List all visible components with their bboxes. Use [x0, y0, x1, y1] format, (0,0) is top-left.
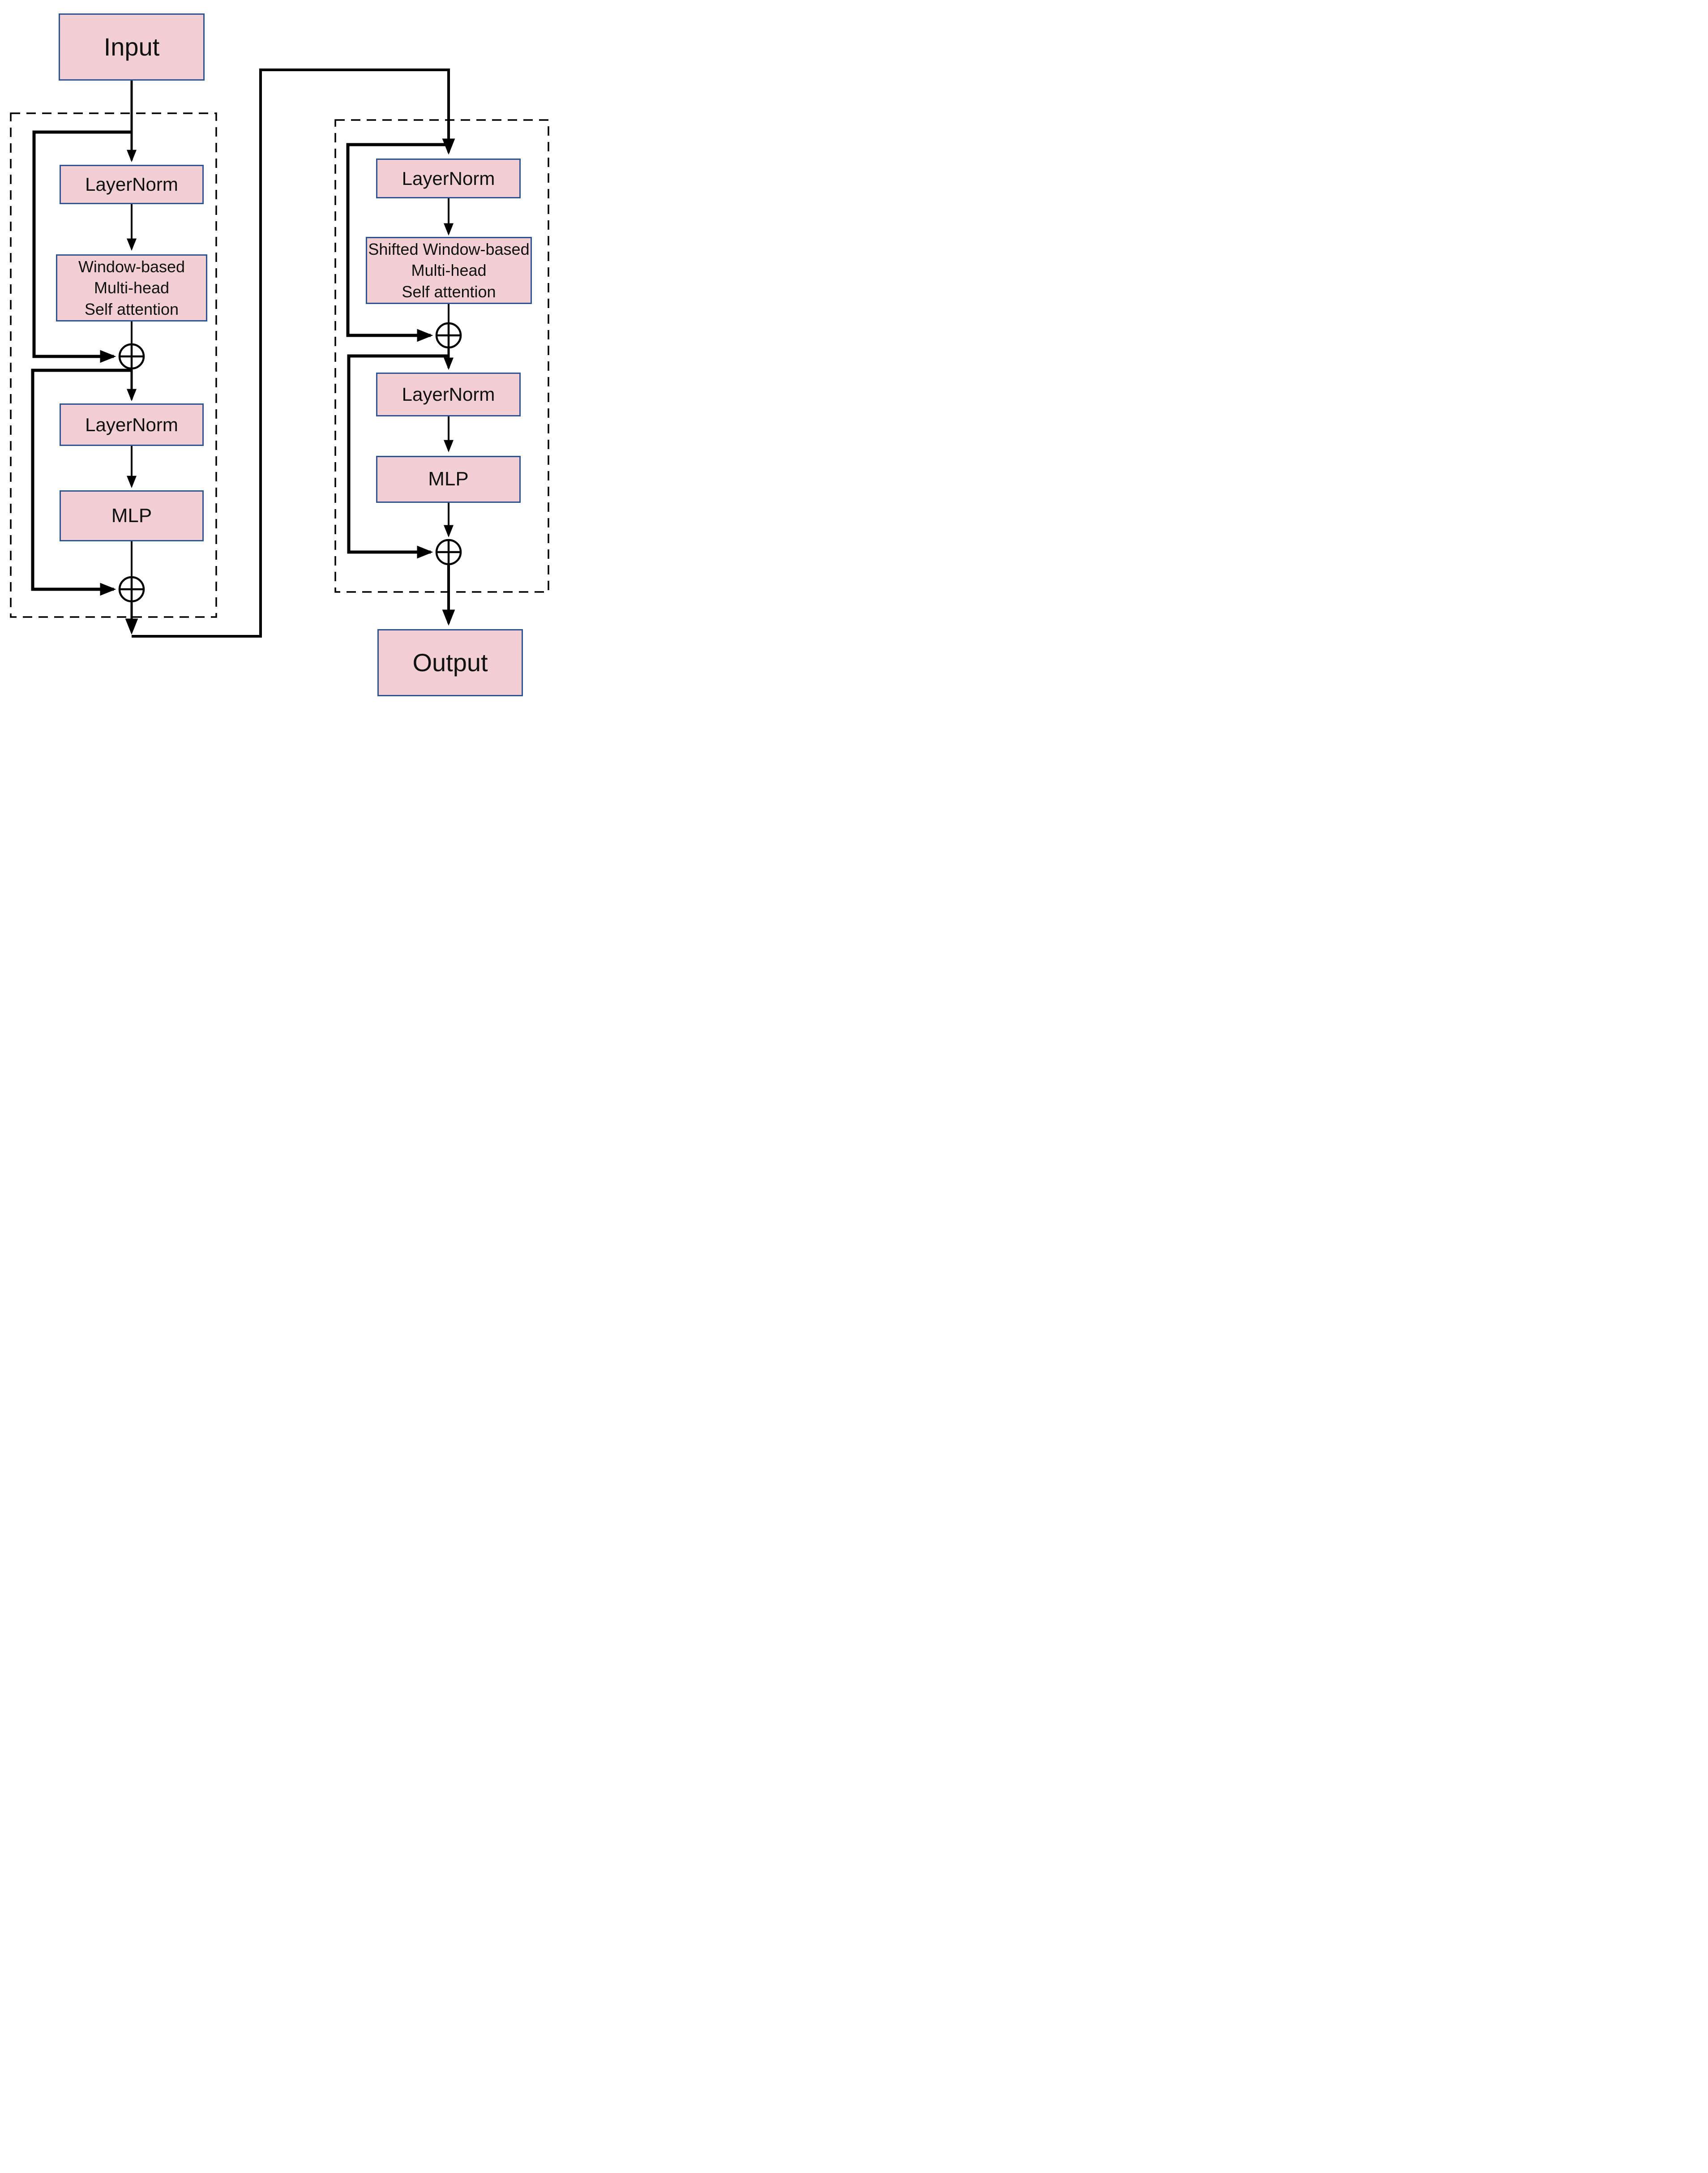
output-node-label: Output — [412, 648, 488, 677]
layernorm-node-2-label: LayerNorm — [85, 414, 178, 435]
diagram-wires — [10, 69, 549, 638]
layernorm-node-4-label: LayerNorm — [402, 384, 495, 405]
skip-connection-1 — [32, 130, 132, 363]
mlp-node-1-label: MLP — [111, 504, 152, 527]
skip-connection-2 — [31, 369, 132, 596]
window-msa-line-3: Self attention — [84, 300, 179, 318]
input-node-label: Input — [103, 33, 160, 61]
shifted-window-msa-node: Shifted Window-based Multi-head Self att… — [366, 237, 532, 304]
skip-connection-3 — [346, 143, 449, 342]
layernorm-node-3-label: LayerNorm — [402, 167, 495, 189]
shifted-window-msa-line-3: Self attention — [402, 282, 496, 301]
layernorm-node-1: LayerNorm — [60, 165, 204, 204]
block1-boundary — [10, 112, 217, 618]
swin-transformer-block-diagram: Input LayerNorm Window-based Multi-head … — [0, 0, 554, 705]
residual-add-icon-4 — [435, 539, 462, 566]
mlp-node-2-label: MLP — [428, 468, 469, 490]
layernorm-node-4: LayerNorm — [376, 373, 521, 416]
window-msa-node: Window-based Multi-head Self attention — [56, 254, 207, 321]
window-msa-line-2: Multi-head — [94, 279, 170, 297]
input-node: Input — [59, 13, 205, 81]
layernorm-node-3: LayerNorm — [376, 159, 521, 198]
shifted-window-msa-line-1: Shifted Window-based — [368, 240, 530, 258]
residual-add-icon-2 — [118, 576, 145, 603]
layernorm-node-2: LayerNorm — [60, 403, 204, 446]
residual-add-icon-1 — [118, 343, 145, 370]
shifted-window-msa-line-2: Multi-head — [411, 261, 487, 280]
window-msa-line-1: Window-based — [78, 257, 185, 276]
block2-boundary — [334, 119, 549, 593]
output-node: Output — [377, 629, 523, 696]
wire-block1-to-block2 — [132, 69, 455, 638]
layernorm-node-1-label: LayerNorm — [85, 174, 178, 195]
skip-connection-4 — [347, 354, 449, 559]
mlp-node-2: MLP — [376, 456, 521, 503]
residual-add-icon-3 — [435, 322, 462, 349]
mlp-node-1: MLP — [60, 490, 204, 541]
